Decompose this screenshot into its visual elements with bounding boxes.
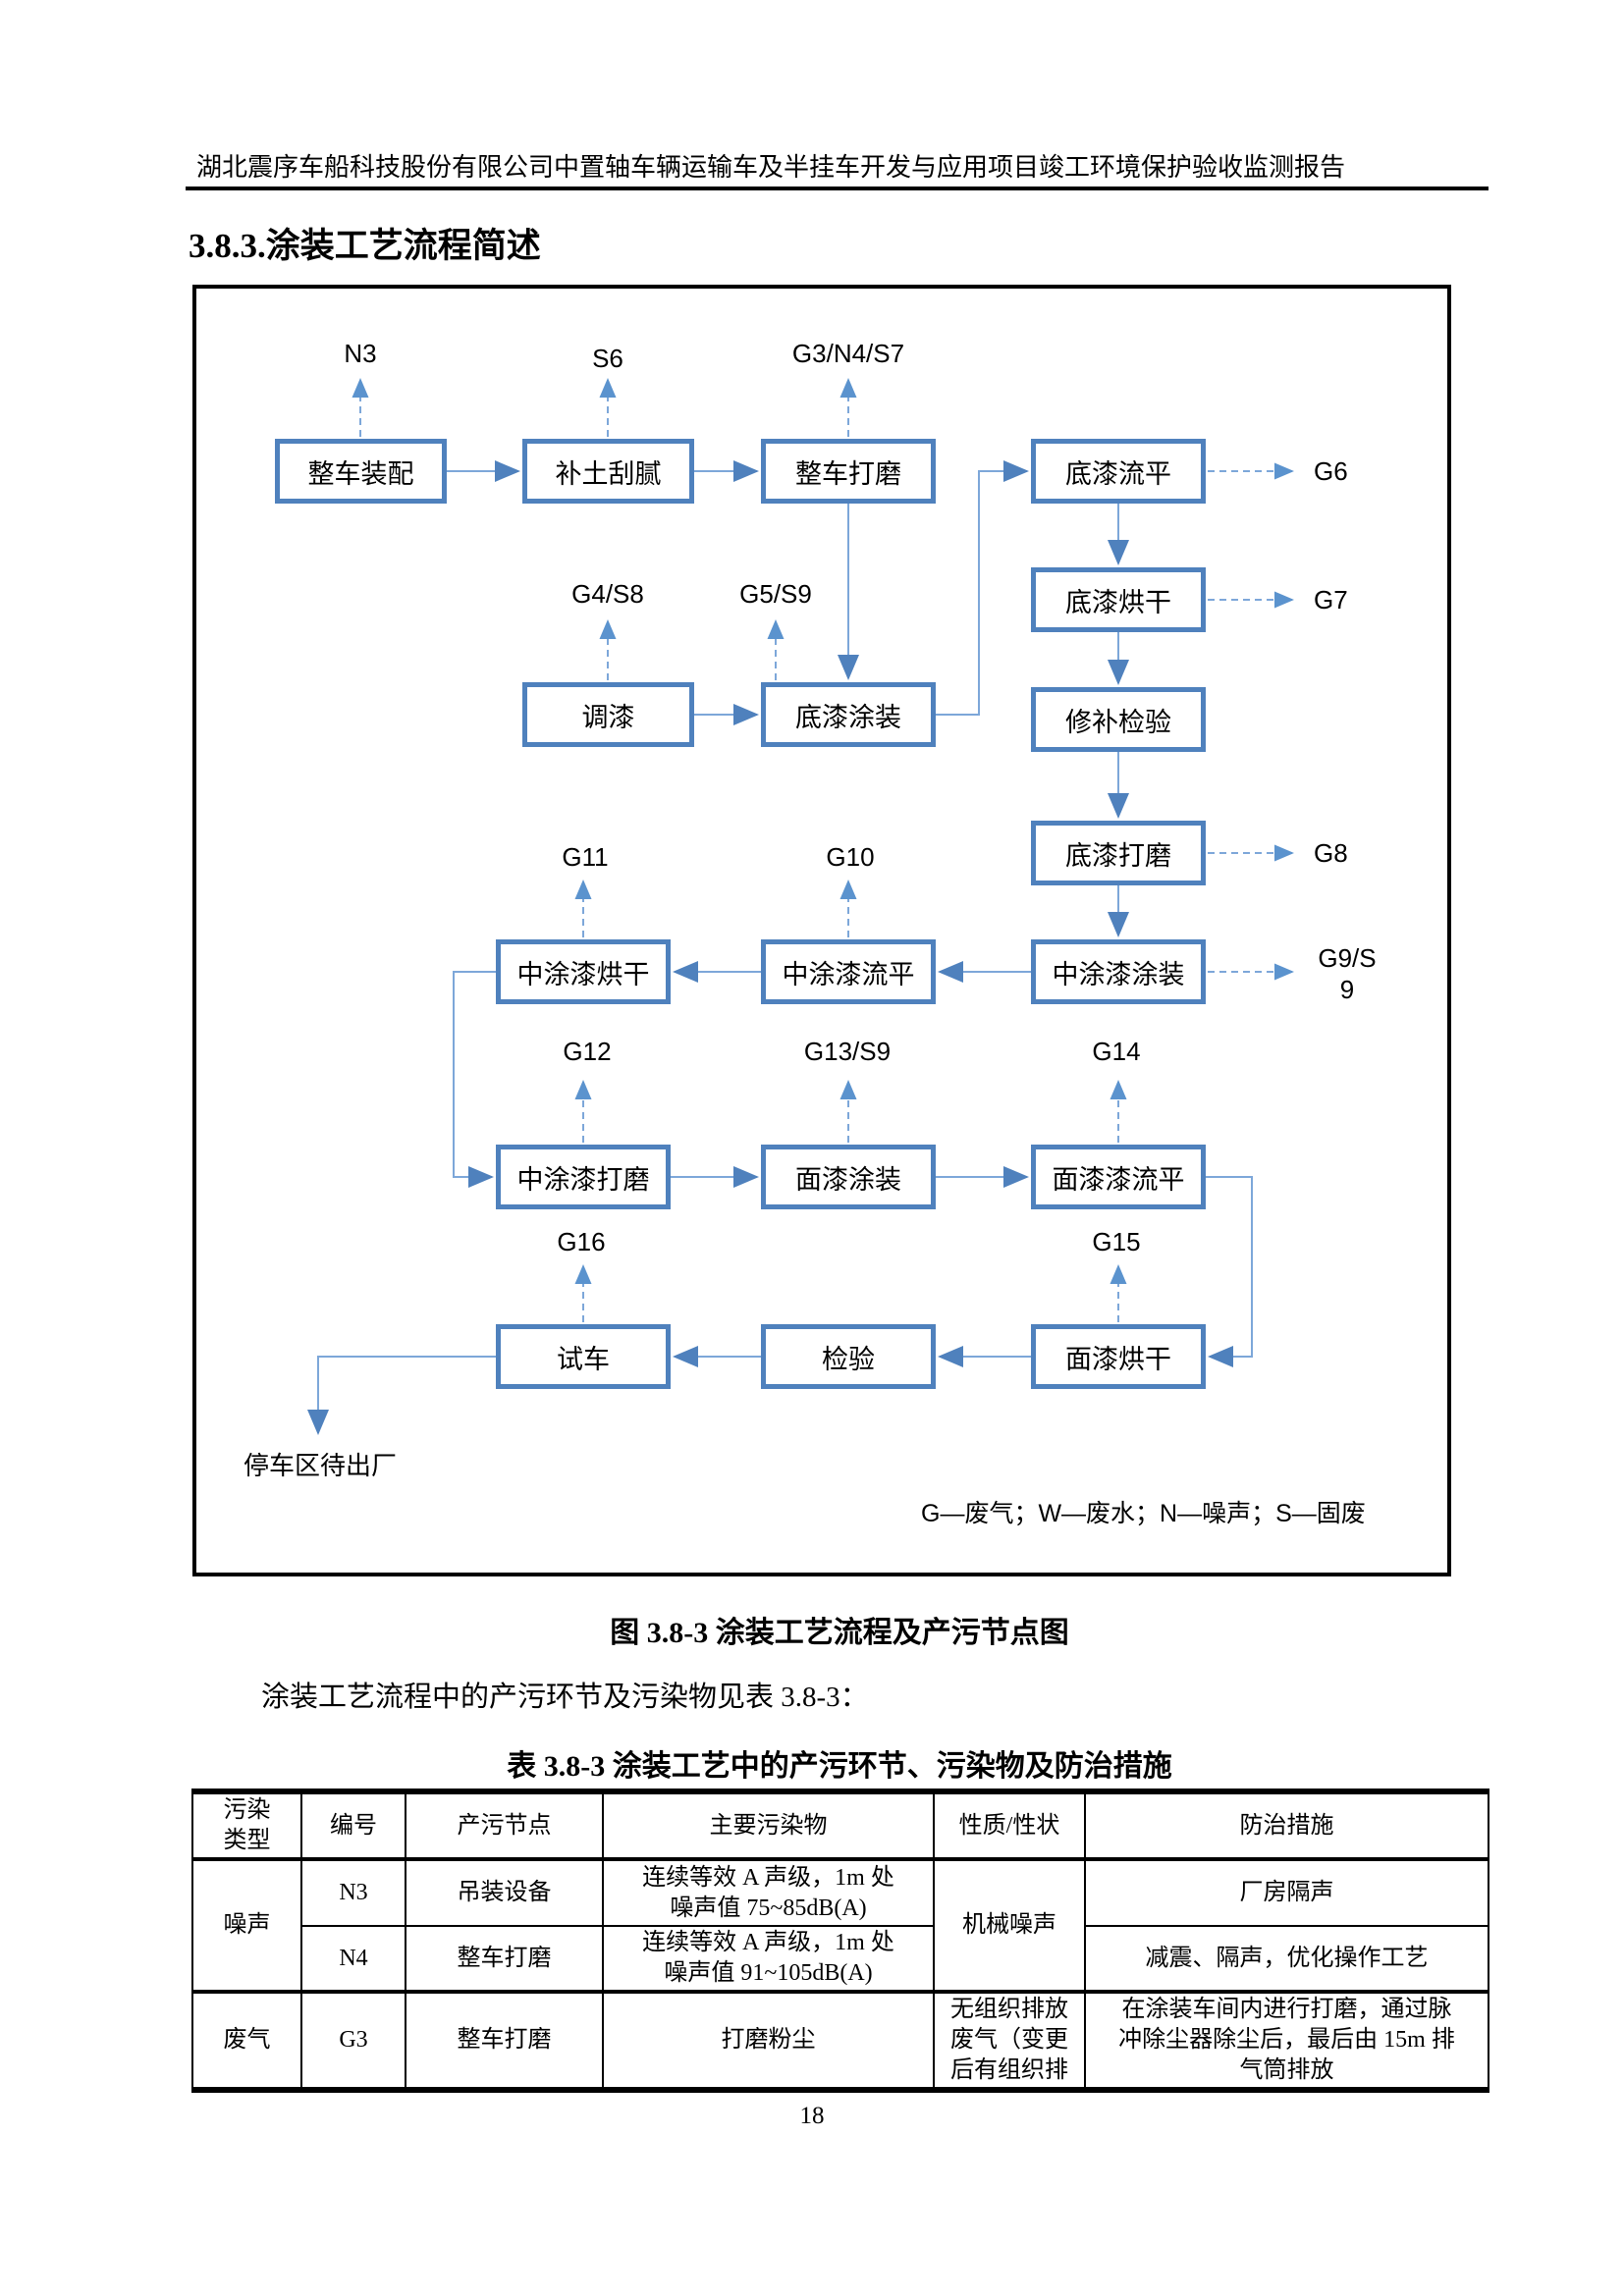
flowchart-legend: G—废气；W—废水；N—噪声；S—固废 [921, 1500, 1366, 1527]
cell-node-n4: 整车打磨 [405, 1925, 604, 1994]
table-row-g3: 废气 G3 整车打磨 打磨粉尘 无组织排放 废气（变更 后有组织排 在涂装车间内… [191, 1991, 1489, 2093]
report-header: 湖北震序车船科技股份有限公司中置轴车辆运输车及半挂车开发与应用项目竣工环境保护验… [196, 153, 1346, 182]
cell-pollutant-n4: 连续等效 A 声级，1m 处 噪声值 91~105dB(A) [602, 1925, 935, 1994]
flow-box-inspection: 检验 [761, 1324, 936, 1389]
table-header-row: 污染 类型 编号 产污节点 主要污染物 性质/性状 防治措施 [191, 1789, 1489, 1861]
flow-box-midcoat-drying: 中涂漆烘干 [496, 939, 671, 1004]
flow-box-topcoat-leveling: 面漆漆流平 [1031, 1145, 1206, 1209]
flow-box-topcoat-coating: 面漆涂装 [761, 1145, 936, 1209]
col-header-measure: 防治措施 [1084, 1789, 1489, 1861]
cell-id-n3: N3 [300, 1858, 406, 1927]
page-number: 18 [799, 2103, 825, 2129]
flow-box-primer-drying: 底漆烘干 [1031, 567, 1206, 632]
table-row-n4: N4 整车打磨 连续等效 A 声级，1m 处 噪声值 91~105dB(A) 减… [192, 1925, 1489, 1994]
col-header-pollutant: 主要污染物 [602, 1789, 935, 1861]
label-g5-s9: G5/S9 [739, 579, 812, 609]
figure-caption: 图 3.8-3 涂装工艺流程及产污节点图 [610, 1617, 1069, 1649]
section-title: 3.8.3.涂装工艺流程简述 [189, 227, 541, 265]
cell-measure-g3: 在涂装车间内进行打磨，通过脉 冲除尘器除尘后，最后由 15m 排 气筒排放 [1084, 1991, 1489, 2093]
label-g11: G11 [562, 842, 609, 872]
exit-label: 停车区待出厂 [244, 1452, 398, 1480]
flow-box-midcoat-leveling: 中涂漆流平 [761, 939, 936, 1004]
flow-box-repair-inspection: 修补检验 [1031, 687, 1206, 752]
flow-box-vehicle-sanding: 整车打磨 [761, 439, 936, 504]
label-g15: G15 [1092, 1227, 1141, 1256]
label-g10: G10 [826, 842, 875, 872]
flow-box-paint-mixing: 调漆 [522, 682, 694, 747]
flow-box-vehicle-assembly: 整车装配 [275, 439, 447, 504]
flow-box-test-run: 试车 [496, 1324, 671, 1389]
cell-property-g3: 无组织排放 废气（变更 后有组织排 [933, 1991, 1086, 2093]
cell-id-n4: N4 [300, 1925, 406, 1994]
col-header-category: 污染 类型 [191, 1789, 302, 1861]
flow-box-topcoat-drying: 面漆烘干 [1031, 1324, 1206, 1389]
table-title: 表 3.8-3 涂装工艺中的产污环节、污染物及防治措施 [507, 1750, 1172, 1783]
cell-node-g3: 整车打磨 [405, 1991, 604, 2093]
label-g12: G12 [563, 1037, 612, 1066]
cell-pollutant-n3: 连续等效 A 声级，1m 处 噪声值 75~85dB(A) [602, 1858, 935, 1927]
table-row-n3: 噪声 N3 吊装设备 连续等效 A 声级，1m 处 噪声值 75~85dB(A)… [191, 1858, 1489, 1994]
body-paragraph: 涂装工艺流程中的产污环节及污染物见表 3.8-3： [261, 1682, 869, 1713]
cell-pollutant-g3: 打磨粉尘 [602, 1991, 935, 2093]
label-s6: S6 [592, 344, 623, 373]
col-header-property: 性质/性状 [933, 1789, 1086, 1861]
flow-box-midcoat-coating: 中涂漆涂装 [1031, 939, 1206, 1004]
cell-category-exhaust: 废气 [191, 1991, 302, 2093]
label-g3-n4-s7: G3/N4/S7 [791, 339, 905, 368]
label-g13-s9: G13/S9 [803, 1037, 892, 1066]
label-g6: G6 [1314, 456, 1348, 486]
label-g14: G14 [1092, 1037, 1141, 1066]
flow-box-putty-scraping: 补土刮腻 [522, 439, 694, 504]
cell-id-g3: G3 [300, 1991, 406, 2093]
label-g16: G16 [557, 1227, 606, 1256]
header-rule [186, 187, 1489, 190]
cell-measure-n4: 减震、隔声，优化操作工艺 [1084, 1925, 1489, 1994]
label-g4-s8: G4/S8 [571, 579, 644, 609]
cell-property-noise: 机械噪声 [933, 1858, 1086, 1994]
label-g9-s9: G9/S 9 [1318, 943, 1377, 1004]
flow-box-primer-sanding: 底漆打磨 [1031, 821, 1206, 885]
pollution-table: 污染 类型 编号 产污节点 主要污染物 性质/性状 防治措施 噪声 N3 吊装设… [191, 1789, 1489, 2093]
flow-box-primer-coating: 底漆涂装 [761, 682, 936, 747]
cell-category-noise: 噪声 [191, 1858, 302, 1994]
flow-box-primer-leveling: 底漆流平 [1031, 439, 1206, 504]
col-header-node: 产污节点 [405, 1789, 604, 1861]
label-n3: N3 [344, 339, 377, 368]
label-g8: G8 [1314, 838, 1348, 868]
flow-box-midcoat-sanding: 中涂漆打磨 [496, 1145, 671, 1209]
cell-measure-n3: 厂房隔声 [1084, 1858, 1489, 1927]
label-g7: G7 [1314, 585, 1348, 614]
col-header-id: 编号 [300, 1789, 406, 1861]
cell-node-n3: 吊装设备 [405, 1858, 604, 1927]
